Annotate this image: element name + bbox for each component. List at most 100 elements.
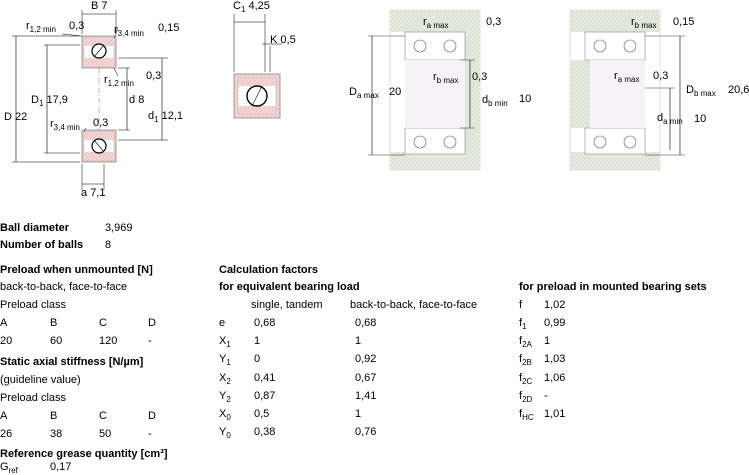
dim-rb-left-value: 0,3 xyxy=(472,71,488,83)
calc-row-y0-v2: 0,76 xyxy=(355,426,377,438)
ball-diameter-label: Ball diameter xyxy=(0,222,70,234)
mounted-f2d-symbol: f2D xyxy=(519,390,533,404)
dim-rb-left: rb max xyxy=(433,71,459,85)
calc-row-x0-v1: 0,5 xyxy=(254,408,270,420)
dim-K: K 0,5 xyxy=(270,34,296,46)
dim-r12-inner: r1,2 min xyxy=(104,74,134,88)
stiffness-class-a: A xyxy=(0,410,8,422)
stiffness-value-a: 26 xyxy=(0,428,13,440)
bearing-detail xyxy=(233,14,282,119)
mounted-f-value: 1,02 xyxy=(544,299,566,311)
calc-row-y0-v1: 0,38 xyxy=(254,426,276,438)
calc-col-single: single, tandem xyxy=(251,299,323,311)
stiffness-note: (guideline value) xyxy=(0,374,81,386)
stiffness-value-d: - xyxy=(148,428,152,440)
calc-col-back-to-back: back-to-back, face-to-face xyxy=(350,299,478,311)
dim-Da-value: 20 xyxy=(389,86,402,98)
mounted-f2c-symbol: f2C xyxy=(519,372,533,386)
preload-class-c: C xyxy=(99,317,107,329)
grease-value: 0,17 xyxy=(50,461,72,473)
mounted-f2d-value: - xyxy=(544,390,548,402)
dim-r34-lower: r3,4 min xyxy=(50,118,80,132)
dim-d: d 8 xyxy=(129,94,145,106)
calc-row-y1-v1: 0 xyxy=(254,353,261,365)
stiffness-class-label: Preload class xyxy=(0,392,67,404)
dim-Db: Db max xyxy=(686,84,716,98)
calc-row-x2-v1: 0,41 xyxy=(254,372,276,384)
dim-r12: r1,2 min xyxy=(26,20,56,34)
mounted-f1-value: 0,99 xyxy=(544,317,566,329)
mounted-fhc-symbol: fHC xyxy=(519,408,534,422)
dim-r34-lower-value: 0,3 xyxy=(93,117,109,129)
calc-row-y2-v1: 0,87 xyxy=(254,390,276,402)
calc-row-x1-v2: 1 xyxy=(355,335,362,347)
stiffness-class-c: C xyxy=(99,410,107,422)
dim-rb-right-value: 0,15 xyxy=(673,16,695,28)
preload-value-d: - xyxy=(148,335,152,347)
grease-heading: Reference grease quantity [cm³] xyxy=(0,448,168,460)
preload-value-b: 60 xyxy=(50,335,63,347)
preload-heading: Preload when unmounted [N] xyxy=(0,264,153,276)
mounted-fhc-value: 1,01 xyxy=(544,408,566,420)
ball-diameter-value: 3,969 xyxy=(105,222,133,234)
calc-heading: Calculation factors xyxy=(219,264,319,276)
calc-row-x1-v1: 1 xyxy=(254,335,261,347)
dim-B: B 7 xyxy=(91,0,108,12)
dim-ra-right-value: 0,3 xyxy=(653,70,669,82)
dim-Db-value: 20,6 xyxy=(728,84,749,96)
calc-row-x2-symbol: X2 xyxy=(219,372,231,386)
dim-ra-left-value: 0,3 xyxy=(486,16,502,28)
preload-class-d: D xyxy=(148,317,156,329)
drawings-canvas xyxy=(12,9,685,190)
stiffness-class-b: B xyxy=(50,410,58,422)
dim-da-value: 10 xyxy=(694,113,707,125)
mounted-f1-symbol: f1 xyxy=(519,317,527,331)
calc-row-y1-v2: 0,92 xyxy=(355,353,377,365)
calc-row-e-v1: 0,68 xyxy=(254,317,276,329)
dim-db: db min xyxy=(482,94,508,108)
dim-r12-inner-value: 0,3 xyxy=(146,70,162,82)
calc-row-x2-v2: 0,67 xyxy=(355,372,377,384)
calc-row-x0-symbol: X0 xyxy=(219,408,231,422)
dim-da: da min xyxy=(657,112,683,126)
number-of-balls-value: 8 xyxy=(105,239,112,251)
preload-value-a: 20 xyxy=(0,335,13,347)
calc-row-e-symbol: e xyxy=(219,317,226,329)
dim-ra-right: ra max xyxy=(614,70,640,84)
calc-subheading: for equivalent bearing load xyxy=(219,281,360,293)
dim-C1: C1 4,25 xyxy=(233,0,270,14)
mounting-drawing-right xyxy=(569,9,685,171)
stiffness-class-d: D xyxy=(148,410,156,422)
dim-d1: d1 12,1 xyxy=(148,110,184,124)
mounted-f2a-symbol: f2A xyxy=(519,335,532,349)
calc-row-e-v2: 0,68 xyxy=(355,317,377,329)
mounted-f2b-value: 1,03 xyxy=(544,353,566,365)
mounted-f2c-value: 1,06 xyxy=(544,372,566,384)
calc-row-y2-symbol: Y2 xyxy=(219,390,231,404)
preload-class-a: A xyxy=(0,317,8,329)
mounted-heading: for preload in mounted bearing sets xyxy=(519,281,707,293)
dim-Da: Da max xyxy=(349,86,379,100)
calc-row-y0-symbol: Y0 xyxy=(219,426,231,440)
preload-arrangement: back-to-back, face-to-face xyxy=(0,281,128,293)
stiffness-value-c: 50 xyxy=(99,428,112,440)
grease-symbol: Gref xyxy=(0,461,18,475)
mounted-f2b-symbol: f2B xyxy=(519,353,532,367)
dim-a: a 7,1 xyxy=(81,187,106,199)
dim-D: D 22 xyxy=(4,111,28,123)
preload-value-c: 120 xyxy=(99,335,118,347)
dim-rb-right: rb max xyxy=(631,16,657,30)
calc-row-x0-v2: 1 xyxy=(355,408,362,420)
bearing-cross-section xyxy=(12,10,168,190)
stiffness-value-b: 38 xyxy=(50,428,63,440)
stiffness-heading: Static axial stiffness [N/µm] xyxy=(0,356,144,368)
calc-row-x1-symbol: X1 xyxy=(219,335,231,349)
number-of-balls-label: Number of balls xyxy=(0,239,84,251)
mounted-f-symbol: f xyxy=(519,299,523,311)
preload-class-label: Preload class xyxy=(0,299,67,311)
dim-D1: D1 17,9 xyxy=(31,94,68,108)
dim-r12-value: 0,3 xyxy=(69,20,85,32)
mounting-drawing-left xyxy=(368,9,481,171)
dim-db-value: 10 xyxy=(519,93,532,105)
